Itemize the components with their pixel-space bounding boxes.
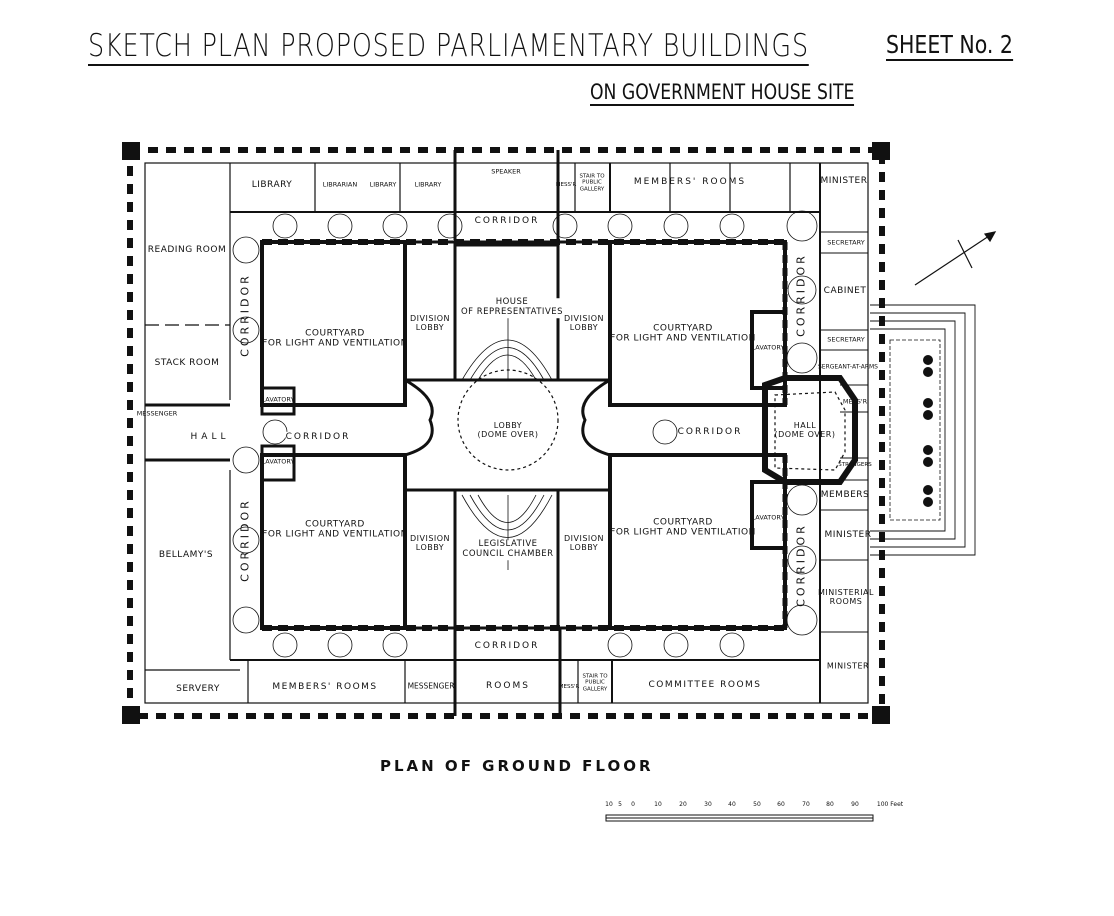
sheet-title: SKETCH PLAN PROPOSED PARLIAMENTARY BUILD… — [88, 28, 809, 66]
room-minister-bottom: MINISTER — [826, 661, 870, 671]
courtyard-bottom-right: COURTYARD FOR LIGHT AND VENTILATION — [610, 517, 756, 538]
room-strangers: STRANGERS — [838, 461, 872, 468]
scale-bar — [605, 814, 874, 822]
division-lobby-3: DIVISION LOBBY — [409, 533, 451, 552]
room-secretary-2: SECRETARY — [827, 335, 865, 344]
room-library-1: LIBRARY — [251, 179, 293, 190]
scale-tick: 50 — [753, 801, 761, 808]
room-librarian: LIBRARIAN — [322, 180, 358, 189]
stair-public-gallery-top: STAIR TO PUBLIC GALLERY — [579, 173, 605, 193]
room-reading-room: READING ROOM — [147, 244, 227, 255]
inner-outline — [144, 162, 869, 704]
room-messenger-bottom: MESSENGER — [407, 681, 455, 691]
legislative-council-chamber: LEGISLATIVE COUNCIL CHAMBER — [462, 539, 554, 560]
plan-title: PLAN OF GROUND FLOOR — [380, 757, 654, 775]
corridor-left-top: CORRIDOR — [238, 273, 252, 357]
corridor-center-right: CORRIDOR — [677, 426, 743, 438]
scale-tick: 100 Feet — [876, 801, 904, 808]
room-servery: SERVERY — [176, 683, 220, 694]
courtyard-top-right: COURTYARD FOR LIGHT AND VENTILATION — [610, 323, 756, 344]
hall-right: HALL (DOME OVER) — [774, 420, 836, 439]
room-ministerial-rooms: MINISTERIAL ROOMS — [818, 587, 874, 606]
lavatory-top-left: LAVATORY — [261, 395, 295, 404]
room-speaker: SPEAKER — [491, 167, 521, 176]
lavatory-bottom-left: LAVATORY — [261, 457, 295, 466]
room-members-rooms-bottom: MEMBERS' ROOMS — [272, 681, 378, 692]
scale-tick: 10 — [654, 801, 662, 808]
sheet-subtitle: ON GOVERNMENT HOUSE SITE — [590, 80, 855, 106]
division-lobby-2: DIVISION LOBBY — [563, 313, 605, 332]
corridor-right-top: CORRIDOR — [794, 253, 808, 337]
room-hall-left: HALL — [190, 431, 230, 442]
house-of-representatives: HOUSE OF REPRESENTATIVES — [460, 297, 564, 318]
room-messr-right: MESS'R — [842, 397, 868, 406]
room-bellamys: BELLAMY'S — [158, 549, 214, 560]
lavatory-bottom-right: LAVATORY — [751, 513, 785, 522]
room-cabinet: CABINET — [823, 285, 867, 296]
room-library-3: LIBRARY — [414, 180, 442, 189]
room-secretary-1: SECRETARY — [827, 238, 865, 247]
corridor-right-bottom: CORRIDOR — [794, 523, 808, 607]
division-lobby-1: DIVISION LOBBY — [409, 313, 451, 332]
scale-tick: 5 — [618, 801, 622, 808]
room-stack-room: STACK ROOM — [154, 357, 220, 368]
room-members-rooms-top: MEMBERS' ROOMS — [633, 176, 747, 187]
courtyard-top-left: COURTYARD FOR LIGHT AND VENTILATION — [262, 328, 408, 349]
room-sergeant-at-arms: SERGEANT-AT-ARMS — [818, 363, 878, 371]
sheet-number: SHEET No. 2 — [886, 30, 1013, 61]
stair-public-gallery-bottom: STAIR TO PUBLIC GALLERY — [582, 673, 608, 693]
scale-tick: 70 — [802, 801, 810, 808]
scale-tick: 90 — [851, 801, 859, 808]
room-library-2: LIBRARY — [369, 180, 397, 189]
scale-tick: 80 — [826, 801, 834, 808]
room-messr-bottom: MESS'R — [558, 683, 580, 690]
room-committee-rooms: COMMITTEE ROOMS — [648, 679, 762, 690]
scale-tick: 10 — [605, 801, 613, 808]
room-minister-mid: MINISTER — [824, 529, 872, 540]
scale-tick: 20 — [679, 801, 687, 808]
scale-tick: 0 — [631, 801, 635, 808]
corridor-top: CORRIDOR — [474, 215, 540, 227]
room-messr-top: MESS'R — [555, 181, 577, 188]
room-messenger-left: MESSENGER — [136, 409, 178, 418]
scale-tick: 40 — [728, 801, 736, 808]
room-rooms-bottom: ROOMS — [486, 680, 530, 691]
room-minister-top: MINISTER — [820, 175, 868, 186]
corridor-left-bottom: CORRIDOR — [238, 498, 252, 582]
central-lobby: LOBBY (DOME OVER) — [477, 420, 539, 439]
corridor-center-left: CORRIDOR — [285, 431, 351, 443]
room-members: MEMBERS — [820, 489, 870, 500]
scale-tick: 60 — [777, 801, 785, 808]
lavatory-top-right: LAVATORY — [751, 343, 785, 352]
scale-tick: 30 — [704, 801, 712, 808]
division-lobby-4: DIVISION LOBBY — [563, 533, 605, 552]
corridor-bottom: CORRIDOR — [474, 640, 540, 652]
courtyard-bottom-left: COURTYARD FOR LIGHT AND VENTILATION — [262, 519, 408, 540]
outer-wall — [127, 147, 885, 719]
